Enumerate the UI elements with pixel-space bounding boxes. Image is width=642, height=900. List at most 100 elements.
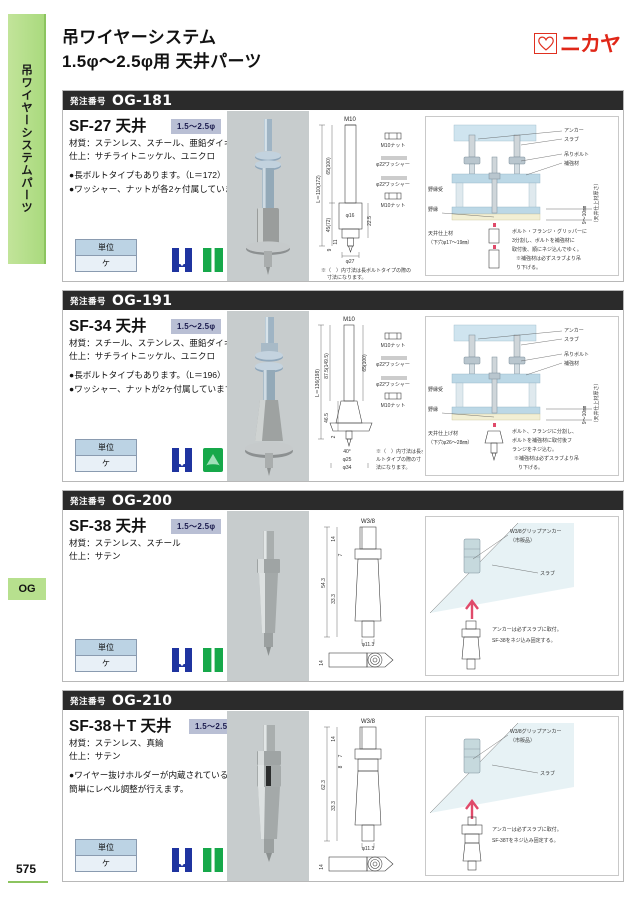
installation-diagram: W3/8グリップアンカー （市販品） スラブ アンカーは必ずスラブに取付。 SF… [425, 716, 619, 876]
product-card-og-210[interactable]: 発注番号 OG-210 SF-38＋T 天井 1.5～2.5φ 材質：ステンレス… [62, 690, 624, 882]
product-spec: 材質：ステンレス、真鍮 仕上：サテン [69, 737, 164, 764]
svg-text:M10ナット: M10ナット [381, 143, 406, 149]
unit-table-value: ケ [76, 856, 136, 871]
svg-text:87.5(149.5): 87.5(149.5) [324, 353, 330, 379]
callout-slab: スラブ [540, 770, 555, 777]
bullet-item: ●長ボルトタイプもあります。（L＝172） [69, 170, 226, 180]
spec-material: 材質：スチール、ステンレス、亜鉛ダイキャスト [69, 338, 259, 348]
unit-table-header: 単位 [76, 840, 136, 856]
installation-diagram: アンカー スラブ 吊りボルト 補強材 野縁受 野縁 天井仕上げ材 （下穴φ26～… [425, 316, 619, 476]
bullet-item: ●ワッシャー、ナットが2ヶ付属しています。 [69, 383, 242, 394]
symbol-icons [170, 446, 225, 474]
svg-text:14: 14 [319, 660, 325, 666]
callout-anchor: アンカー [564, 328, 584, 334]
svg-text:り下げる。: り下げる。 [516, 264, 541, 271]
product-card-og-181[interactable]: 発注番号 OG-181 SF-27 天井 1.5～2.5φ 材質：ステンレス、ス… [62, 90, 624, 282]
brand-name: ニカヤ [560, 32, 621, 56]
drawing-note-2: 寸法になります。 [327, 274, 367, 281]
svg-text:2: 2 [331, 435, 337, 438]
svg-text:33.3: 33.3 [331, 801, 337, 811]
svg-text:φ22ワッシャー: φ22ワッシャー [376, 162, 410, 168]
label-ceiling-finish: 天井仕上材 [428, 230, 453, 237]
svg-text:9～10㎜: 9～10㎜ [582, 406, 588, 424]
size-badge: 1.5～2.5φ [171, 319, 222, 334]
unit-table-value: ケ [76, 256, 136, 271]
svg-text:SF-38をネジ込み固定する。: SF-38をネジ込み固定する。 [492, 637, 556, 644]
product-header: 発注番号 OG-210 [63, 691, 623, 710]
svg-text:※補強材は必ずスラブより吊: ※補強材は必ずスラブより吊 [516, 255, 581, 262]
size-badge: 1.5～2.5φ [171, 519, 222, 534]
unit-table-header: 単位 [76, 440, 136, 456]
unit-table: 単位 ケ [75, 639, 137, 672]
callout-grip-anchor: W3/8グリップアンカー [510, 728, 561, 735]
spec-finish: 仕上：サテン [69, 751, 121, 762]
spec-material: 材質：ステンレス、真鍮 [69, 738, 164, 748]
svg-text:φ22ワッシャー: φ22ワッシャー [376, 362, 410, 368]
svg-text:11: 11 [333, 239, 339, 244]
product-card-og-191[interactable]: 発注番号 OG-191 SF-34 天井 1.5～2.5φ 材質：スチール、ステ… [62, 290, 624, 482]
product-header: 発注番号 OG-200 [63, 491, 623, 510]
svg-text:φ25: φ25 [343, 457, 352, 463]
svg-text:9～10㎜: 9～10㎜ [582, 206, 588, 224]
svg-text:22.5: 22.5 [367, 216, 373, 226]
diagram-note: アンカーは必ずスラブに取付。 [492, 826, 562, 833]
product-photo [227, 111, 309, 281]
svg-text:φ11.3: φ11.3 [362, 846, 375, 852]
diagram-note: アンカーは必ずスラブに取付。 [492, 626, 562, 633]
green-cone-icon [203, 448, 223, 472]
product-header: 発注番号 OG-191 [63, 291, 623, 310]
unit-table: 単位 ケ [75, 439, 137, 472]
svg-text:M10ナット: M10ナット [381, 343, 406, 349]
label-noburi-uke: 野縁受 [428, 186, 443, 193]
svg-text:ルトタイプの際の寸: ルトタイプの際の寸 [376, 456, 421, 463]
svg-text:7: 7 [338, 754, 344, 757]
svg-text:M10ナット: M10ナット [381, 403, 406, 409]
svg-text:り下げる。: り下げる。 [518, 464, 543, 471]
green-bracket-icon [203, 248, 223, 272]
technical-drawing: W3/8 φ11.3 54.3 14 7 33.3 [313, 511, 423, 681]
dim-thread: M10 [343, 317, 355, 323]
diagram-note: ボルト、フランジに分割し、 [512, 428, 577, 435]
bullet-item: ●ワイヤー抜けホルダーが内蔵されているので簡単にレベル調整が行えます。 [69, 770, 246, 794]
svg-text:54.3: 54.3 [321, 578, 327, 588]
svg-text:φ11.3: φ11.3 [362, 642, 375, 648]
dim-thread: W3/8 [361, 719, 376, 725]
order-code: OG-210 [112, 692, 173, 709]
svg-text:33.3: 33.3 [331, 594, 337, 604]
unit-table: 単位 ケ [75, 839, 137, 872]
technical-drawing: M10 L＝136(198) 87.5(149.5) 46.5 2 65(100… [313, 311, 423, 481]
svg-text:3分割し、ボルトを補強材に: 3分割し、ボルトを補強材に [512, 237, 575, 244]
product-card-og-200[interactable]: 発注番号 OG-200 SF-38 天井 1.5～2.5φ 材質：ステンレス、ス… [62, 490, 624, 682]
product-spec: 材質：スチール、ステンレス、亜鉛ダイキャスト 仕上：サチライトニッケル、ユニクロ [69, 337, 258, 364]
product-bullets: ●ワイヤー抜けホルダーが内蔵されているので簡単にレベル調整が行えます。 [69, 769, 249, 797]
svg-text:※補強材は必ずスラブより吊: ※補強材は必ずスラブより吊 [514, 455, 579, 462]
order-code: OG-200 [112, 492, 173, 509]
callout-reinforce: 補強材 [564, 360, 579, 367]
svg-text:取付後、順にネジ込んでゆく。: 取付後、順にネジ込んでゆく。 [512, 246, 582, 253]
installation-diagram: W3/8グリップアンカー （市販品） スラブ アンカーは必ずスラブに取付。 SF… [425, 516, 619, 676]
order-no-label: 発注番号 [70, 495, 107, 506]
svg-text:7: 7 [338, 553, 344, 556]
svg-text:SF-38Tをネジ込み固定する。: SF-38Tをネジ込み固定する。 [492, 837, 559, 844]
sidebar-category-tab[interactable]: 吊ワイヤーシステムパーツ [8, 14, 46, 264]
order-no-label: 発注番号 [70, 695, 107, 706]
sidebar-item-og[interactable]: OG [8, 578, 46, 600]
spec-finish: 仕上：サチライトニッケル、ユニクロ [69, 151, 216, 162]
svg-text:65(100): 65(100) [326, 157, 332, 175]
product-photo [227, 311, 309, 481]
svg-text:φ22ワッシャー: φ22ワッシャー [376, 182, 410, 188]
product-name: SF-38＋T 天井 [69, 718, 172, 735]
product-spec: 材質：ステンレス、スチール 仕上：サテン [69, 537, 181, 564]
technical-drawing: W3/8 φ11.3 62.3 14 7 8 [313, 711, 423, 881]
order-no-label: 発注番号 [70, 95, 107, 106]
svg-text:14: 14 [319, 864, 325, 870]
page-title-line1: 吊ワイヤーシステム [62, 28, 217, 47]
product-photo [227, 711, 309, 881]
green-bracket-icon [203, 848, 223, 872]
spec-material: 材質：ステンレス、スチール、亜鉛ダイキャスト [69, 138, 259, 148]
svg-text:45(72): 45(72) [326, 217, 332, 232]
product-name: SF-38 天井 [69, 518, 147, 535]
svg-text:40°: 40° [343, 449, 351, 455]
page-title-line2: 1.5φ～2.5φ用 天井パーツ [62, 52, 262, 72]
callout-grip-anchor: W3/8グリップアンカー [510, 528, 561, 535]
